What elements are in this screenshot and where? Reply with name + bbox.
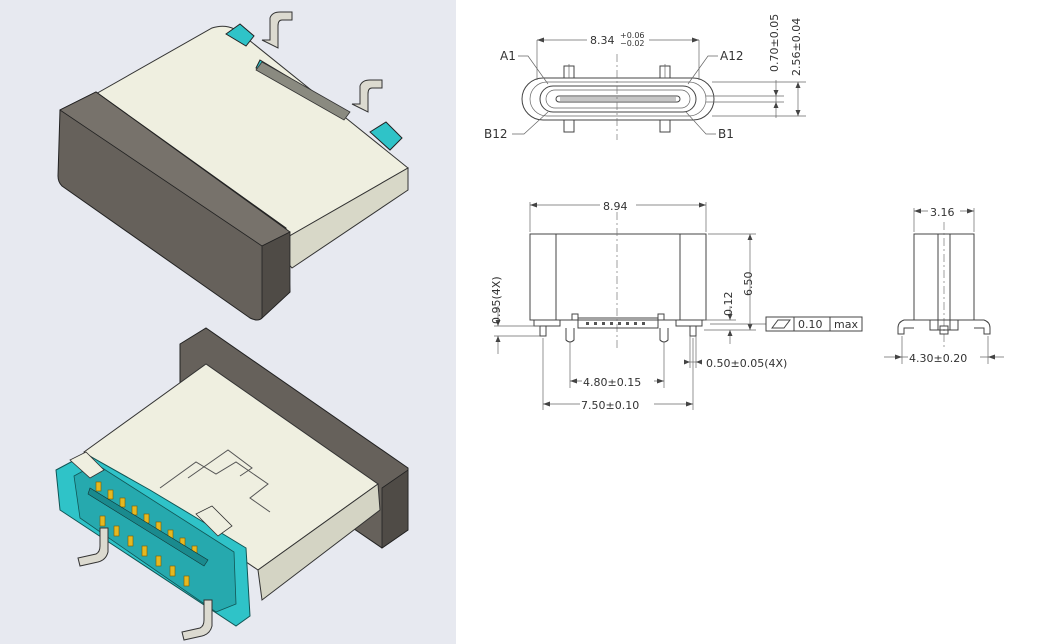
render-panel	[0, 0, 456, 644]
end-view: 3.16 4.30±0.20	[884, 204, 1004, 365]
shell-outline	[521, 77, 715, 121]
dim-0-95: 0.95(4X)	[490, 276, 503, 324]
side-view: 8.94 6.50 0.12 0.95(4X) 4.80±0.15	[490, 198, 863, 412]
lower-connector-render	[55, 327, 409, 641]
flatness-symbol-icon	[771, 319, 791, 329]
pin-label-b1: B1	[718, 127, 734, 141]
dim-0-50: 0.50±0.05(4X)	[706, 357, 787, 370]
dim-6-50: 6.50	[742, 272, 755, 297]
technical-drawing: 8.34 +0.06 −0.02 A1 A12 B12 B1 0.70±0.05…	[484, 14, 1004, 412]
flatness-max: max	[834, 318, 858, 331]
upper-connector-render	[57, 11, 409, 321]
flatness-value: 0.10	[798, 318, 823, 331]
dim-0-70: 0.70±0.05	[768, 14, 781, 72]
dim-7-50: 7.50±0.10	[581, 399, 639, 412]
dim-4-30: 4.30±0.20	[909, 352, 967, 365]
dim-2-56: 2.56±0.04	[790, 18, 803, 76]
width-dim-8-34: 8.34	[590, 34, 615, 47]
pin-label-a1: A1	[500, 49, 516, 63]
dim-8-94: 8.94	[603, 200, 628, 213]
dim-3-16: 3.16	[930, 206, 955, 219]
side-body	[529, 233, 707, 321]
pin-label-b12: B12	[484, 127, 508, 141]
front-view: 8.34 +0.06 −0.02 A1 A12 B12 B1 0.70±0.05…	[484, 14, 806, 141]
width-tol-plus: +0.06	[620, 31, 645, 40]
pin-label-a12: A12	[720, 49, 743, 63]
dim-0-12: 0.12	[722, 292, 735, 317]
flatness-tolerance-frame: 0.10 max	[710, 316, 863, 332]
connector-3d-renders	[55, 11, 409, 641]
drawing-panel: 8.34 +0.06 −0.02 A1 A12 B12 B1 0.70±0.05…	[456, 0, 1042, 644]
width-tol-minus: −0.02	[620, 39, 645, 48]
dim-4-80: 4.80±0.15	[583, 376, 641, 389]
